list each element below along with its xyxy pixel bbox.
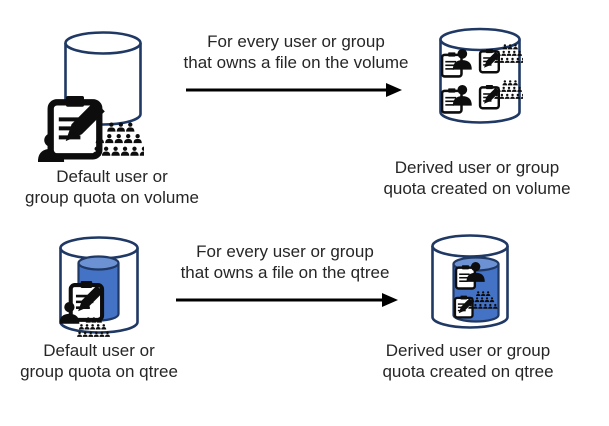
derived-qtree-quota-icons	[453, 259, 499, 321]
volume-arrow-label: For every user or group that owns a file…	[183, 32, 409, 72]
qtree-arrow-label: For every user or group that owns a file…	[180, 242, 390, 282]
qtree-arrow	[176, 293, 398, 307]
default-quota-icon	[38, 88, 144, 168]
default-qtree-quota-icon	[59, 281, 114, 339]
default-volume-quota-label: Default user or group quota on volume	[25, 167, 199, 207]
arrowhead-icon	[382, 293, 398, 307]
clipboard-pencil-user-crowd-icon	[38, 96, 144, 162]
default-qtree-quota-label: Default user or group quota on qtree	[20, 341, 178, 381]
derived-volume-quota-label: Derived user or group quota created on v…	[383, 158, 571, 198]
derived-qtree-quota-label: Derived user or group quota created on q…	[382, 341, 554, 381]
clipboard-pencil-crowd-icon	[480, 44, 523, 72]
clipboard-user-icon	[456, 262, 485, 289]
volume-arrow	[186, 83, 402, 97]
arrowhead-icon	[386, 83, 402, 97]
clipboard-user-icon	[442, 49, 472, 76]
clipboard-pencil-crowd-icon	[455, 291, 498, 317]
clipboard-user-icon	[442, 85, 472, 112]
derived-volume-quota-icons	[441, 40, 523, 118]
clipboard-pencil-crowd-icon	[480, 80, 523, 108]
